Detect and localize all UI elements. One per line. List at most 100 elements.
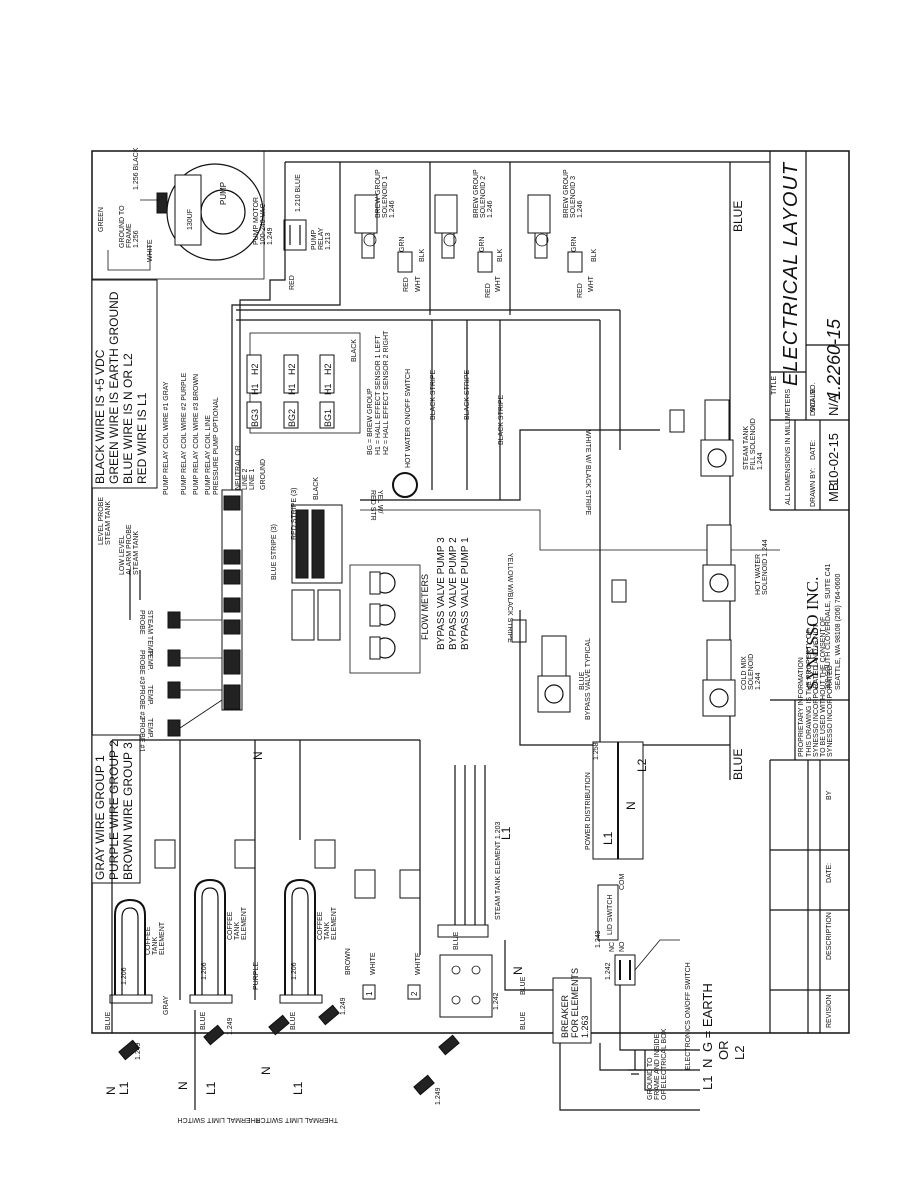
blue-l5: BLUE xyxy=(520,976,527,995)
hall-sensor-box: H2 H2 H2 H1 H1 H1 BG3 BG2 BG1 BLACK BG =… xyxy=(246,330,390,455)
element-relays: 1 2 WHITE WHITE BLUE 1.242 xyxy=(154,839,500,1018)
svg-text:BLUE STRIPE (3): BLUE STRIPE (3) xyxy=(271,524,278,580)
svg-text:NEUTRAL OR: NEUTRAL OR xyxy=(235,445,242,490)
svg-text:SOLENOID: SOLENOID xyxy=(748,654,755,690)
white-black-stripe: WHITE W/ BLACK STRIPE xyxy=(584,430,591,516)
svg-text:H2 = HALL EFFECT SENSOR 2 RIGH: H2 = HALL EFFECT SENSOR 2 RIGHT xyxy=(383,330,390,455)
proprietary-title: PROPRIETARY INFORMATION xyxy=(798,657,805,757)
svg-text:SOLENOID 2: SOLENOID 2 xyxy=(480,176,487,218)
bg1-label: BG1 xyxy=(323,409,333,427)
svg-text:TANK: TANK xyxy=(234,922,241,940)
blue-l2: BLUE xyxy=(200,1011,207,1030)
svg-text:FRAME: FRAME xyxy=(126,223,133,248)
svg-text:ELEMENT: ELEMENT xyxy=(159,921,166,955)
drawing-title: ELECTRICAL LAYOUT xyxy=(780,161,802,386)
svg-text:THERMAL LIMIT SWITCH: THERMAL LIMIT SWITCH xyxy=(178,1116,260,1123)
svg-text:FRAME AND INSIDE: FRAME AND INSIDE xyxy=(654,1034,661,1100)
drawing-frame xyxy=(91,150,850,1034)
date-column-label: DATE: xyxy=(826,863,833,883)
svg-text:RED: RED xyxy=(485,283,492,298)
blue-l1: BLUE xyxy=(105,1011,112,1030)
brew-solenoid-3: BREW GROUP SOLENOID 3 1.246 RED WHT BLK … xyxy=(527,169,598,298)
svg-text:TANK: TANK xyxy=(324,922,331,940)
top-wire-3 xyxy=(231,162,341,490)
temp-probes: STEAM TEMP. PROBE TEMP. PROBE #3 TEMP. P… xyxy=(138,610,223,752)
title-label: TITLE xyxy=(771,376,778,395)
l1-label-3: L1 xyxy=(291,1081,305,1095)
svg-text:1.210 BLUE: 1.210 BLUE xyxy=(295,174,302,212)
svg-text:COFFEE: COFFEE xyxy=(317,911,324,940)
svg-text:RED: RED xyxy=(289,275,296,290)
svg-text:STEAM TANK ELEMENT 1.203: STEAM TANK ELEMENT 1.203 xyxy=(495,821,502,920)
company-address-2: SEATTLE, WA 98108 (206) 764-0600 xyxy=(835,574,842,690)
wire-group-legend: GRAY WIRE GROUP 1 PURPLE WIRE GROUP 2 BR… xyxy=(91,734,141,884)
thermal-limit-switches: THERMAL LIMIT SWITCH THERMAL LIMIT SWITC… xyxy=(118,997,460,1123)
svg-text:ELECTRONICS ON/OFF SWITCH: ELECTRONICS ON/OFF SWITCH xyxy=(685,962,692,1070)
hot-water-switch-label: HOT WATER ON/OFF SWITCH xyxy=(405,369,412,468)
coil-wire-5: PRESSURE PUMP OPTIONAL xyxy=(213,397,220,495)
svg-text:WHT: WHT xyxy=(495,275,502,292)
svg-text:1.242: 1.242 xyxy=(493,992,500,1010)
bg3-label: BG3 xyxy=(250,409,260,427)
drawn-label: DRAWN BY: xyxy=(810,468,817,507)
svg-text:BYPASS VALVE PUMP 3: BYPASS VALVE PUMP 3 xyxy=(436,537,447,650)
svg-text:GROUND: GROUND xyxy=(260,459,267,490)
svg-text:THERMAL LIMIT SWITCH: THERMAL LIMIT SWITCH xyxy=(256,1116,338,1123)
date-value: 10-02-15 xyxy=(826,433,841,485)
svg-text:BLACK WIRE IS +5 VDC: BLACK WIRE IS +5 VDC xyxy=(93,349,107,484)
svg-text:GROUND TO: GROUND TO xyxy=(119,205,126,248)
proprietary-line-3: TO BE USED WITHOUT THE CONSENT OF xyxy=(820,617,827,757)
title-block: TITLE ELECTRICAL LAYOUT DWG. NO. 1.2260-… xyxy=(769,151,849,1033)
svg-text:H2: H2 xyxy=(323,363,333,375)
svg-text:FILL SOLENOID: FILL SOLENOID xyxy=(750,418,757,470)
n-label-5: N xyxy=(511,966,525,975)
black-stripe-3: BLACK STRIPE xyxy=(498,394,505,445)
svg-text:WHITE: WHITE xyxy=(147,239,154,262)
svg-text:ELEMENT: ELEMENT xyxy=(331,906,338,940)
svg-text:BREW GROUP: BREW GROUP xyxy=(375,169,382,218)
svg-text:POWER DISTRIBUTION: POWER DISTRIBUTION xyxy=(585,772,592,850)
svg-text:TEMP.: TEMP. xyxy=(146,685,153,706)
svg-text:N: N xyxy=(700,1059,715,1068)
svg-text:RED WIRE IS L1: RED WIRE IS L1 xyxy=(135,392,149,484)
coil-wire-3: PUMP RELAY COIL WIRE #3 BROWN xyxy=(193,374,200,495)
svg-text:GRN: GRN xyxy=(399,236,406,252)
proprietary-line-1: THIS DRAWING IS THE PROPERTY OF xyxy=(806,629,813,757)
svg-text:1.258: 1.258 xyxy=(593,742,600,760)
svg-text:1.244: 1.244 xyxy=(757,452,764,470)
svg-text:COLD MIX: COLD MIX xyxy=(741,656,748,690)
svg-text:RED STR: RED STR xyxy=(369,490,376,521)
description-label: DESCRIPTION xyxy=(826,912,833,960)
svg-text:PROBE #2: PROBE #2 xyxy=(138,685,145,719)
steam-fill-solenoid: STEAM TANK FILL SOLENOID 1.244 xyxy=(611,399,764,603)
blue-label-top: BLUE xyxy=(731,201,745,232)
svg-text:L1: L1 xyxy=(601,831,615,845)
svg-text:SOLENOID 3: SOLENOID 3 xyxy=(570,176,577,218)
svg-text:PROBE: PROBE xyxy=(138,610,145,635)
svg-text:WHITE: WHITE xyxy=(415,952,422,975)
svg-text:BREW GROUP: BREW GROUP xyxy=(563,169,570,218)
svg-text:RELAY: RELAY xyxy=(318,227,325,250)
svg-text:LINE 1: LINE 1 xyxy=(249,468,256,490)
svg-text:1.249: 1.249 xyxy=(267,227,274,245)
svg-text:PUMP MOTOR: PUMP MOTOR xyxy=(253,197,260,245)
svg-text:BLK: BLK xyxy=(591,248,598,262)
coil-wire-4: PUMP RELAY COIL LINE xyxy=(205,415,212,495)
svg-text:YEL W/: YEL W/ xyxy=(376,490,383,514)
svg-text:BLUE WIRE IS N OR L2: BLUE WIRE IS N OR L2 xyxy=(121,353,135,484)
wire-color-legend: BLACK WIRE IS +5 VDC GREEN WIRE IS EARTH… xyxy=(91,279,158,489)
svg-text:RED: RED xyxy=(577,283,584,298)
svg-text:1.243: 1.243 xyxy=(595,930,602,948)
mains-legend: L1 N G = EARTH OR L2 xyxy=(599,983,747,1091)
svg-text:TEMP.: TEMP. xyxy=(146,650,153,671)
svg-text:GRAY: GRAY xyxy=(163,995,170,1015)
proprietary-line-4: SYNESSO INCORPORATED xyxy=(827,665,834,757)
svg-text:BROWN: BROWN xyxy=(345,948,352,975)
dwg-label: DWG. NO. xyxy=(810,383,817,416)
blue-l4: BLUE xyxy=(520,1011,527,1030)
svg-text:BREAKER: BREAKER xyxy=(560,994,570,1038)
svg-text:H2: H2 xyxy=(250,363,260,375)
hot-water-solenoid: HOT WATER SOLENOID 1.244 xyxy=(702,524,769,602)
svg-text:COFFEE: COFFEE xyxy=(227,911,234,940)
blue-l3: BLUE xyxy=(290,1011,297,1030)
